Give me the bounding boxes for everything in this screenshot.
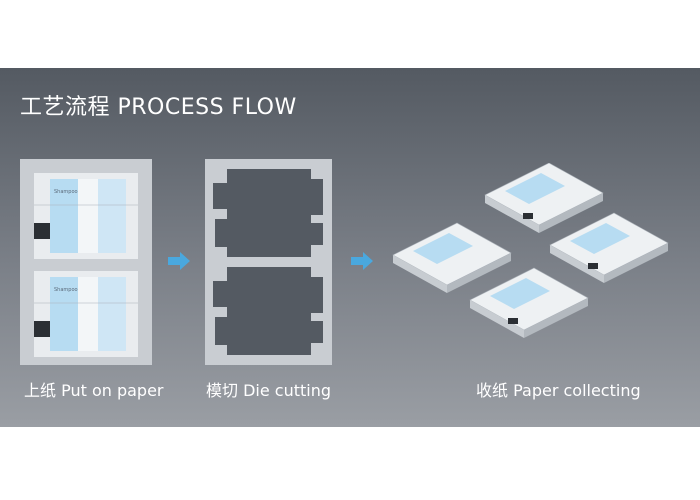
collected-box-net xyxy=(392,222,512,293)
collected-box-net xyxy=(469,267,589,338)
sheet-product-text: Shampoo xyxy=(54,287,78,293)
collected-boxes xyxy=(385,163,695,363)
die-cut-shape-upper xyxy=(213,169,323,257)
box-net-lower: Shampoo xyxy=(34,271,138,357)
die-cut-shapes xyxy=(213,169,323,355)
arrow-right-icon xyxy=(168,252,190,270)
die-cut-sheet xyxy=(205,159,332,365)
printed-sheet-artwork: Shampoo Shampoo xyxy=(34,173,138,357)
collected-box-net xyxy=(484,163,604,233)
step-label-paper-collecting: 收纸 Paper collecting xyxy=(476,381,641,400)
printed-sheet: Shampoo Shampoo xyxy=(20,159,152,365)
die-cut-shape-lower xyxy=(213,267,323,355)
box-net-upper: Shampoo xyxy=(34,173,138,259)
arrow-right-icon xyxy=(351,252,373,270)
process-flow-panel: 工艺流程 PROCESS FLOW Shampoo Sha xyxy=(0,68,700,427)
collected-box-net xyxy=(549,212,669,283)
page-title: 工艺流程 PROCESS FLOW xyxy=(20,95,297,120)
sheet-product-text: Shampoo xyxy=(54,189,78,195)
step-label-die-cutting: 模切 Die cutting xyxy=(206,381,332,400)
step-label-put-on-paper: 上纸 Put on paper xyxy=(24,381,164,400)
collected-boxes-artwork xyxy=(392,163,669,338)
